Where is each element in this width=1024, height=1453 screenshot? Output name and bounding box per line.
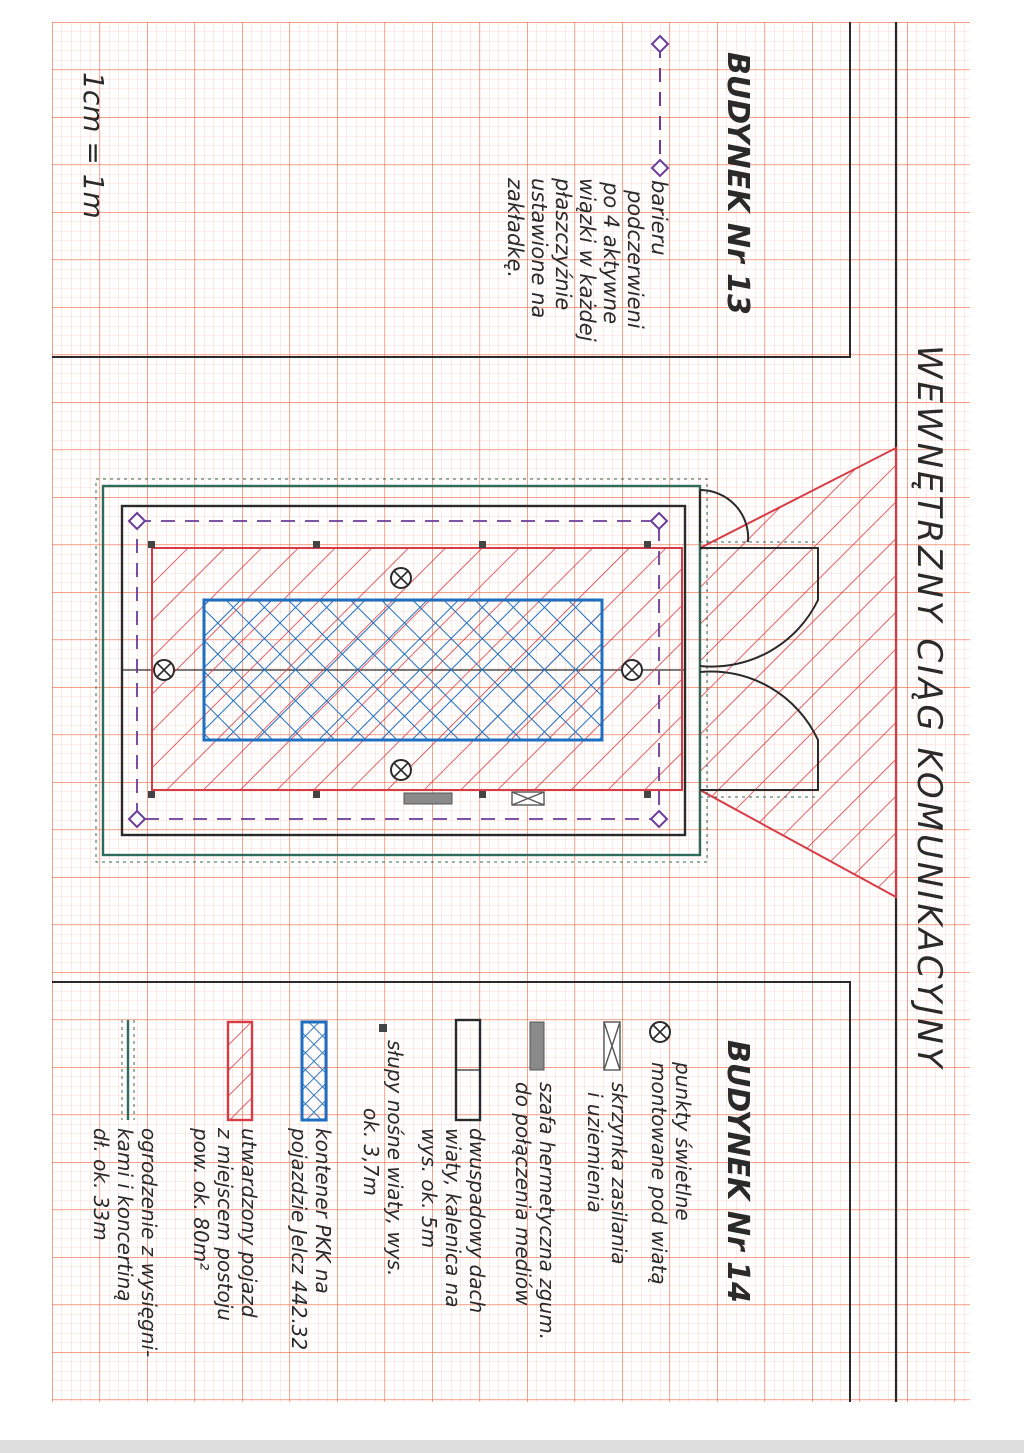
scale-label: 1cm = 1m xyxy=(77,72,110,219)
barrier-note-line: płaszczyźnie xyxy=(551,177,575,310)
legend-fence-icon xyxy=(121,1020,135,1120)
legend-text: punkty świetlne xyxy=(671,1061,695,1221)
legend-text: wiaty, kalenica na xyxy=(441,1128,465,1307)
legend-text: utwardzony pojazd xyxy=(237,1128,261,1318)
barrier-note-line: podczerwieni xyxy=(623,189,647,329)
legend-text: montowane pod wiatą xyxy=(647,1062,671,1285)
barrier-note-line: po 4 aktywne xyxy=(599,181,623,324)
legend-text: wys. ok. 5m xyxy=(417,1128,441,1248)
barrier-note-line: wiązki w każdej xyxy=(575,178,599,342)
barrier-note-line: barieru xyxy=(647,180,671,256)
legend-roof-icon xyxy=(454,1018,482,1122)
legend-text: kami i koncertiną xyxy=(113,1128,137,1302)
legend-text: ogrodzenie z wysięgni- xyxy=(137,1128,161,1357)
legend-text: skrzynka zasilania xyxy=(607,1082,631,1264)
building-13-label: BUDYNEK Nr 13 xyxy=(720,52,755,315)
building-14-label: BUDYNEK Nr 14 xyxy=(720,1040,755,1303)
container-pkk xyxy=(202,598,604,742)
column-icon xyxy=(148,541,651,798)
legend-text: dł. ok. 33m xyxy=(89,1128,113,1241)
legend-text: z miejscem postoju xyxy=(213,1127,237,1321)
power-box-icon xyxy=(511,791,545,806)
barrier-note-line: zakładkę. xyxy=(503,177,527,278)
legend-hermetic-gutter-icon xyxy=(529,1021,545,1071)
legend-text: słupy nośne wiaty, wys. xyxy=(383,1040,407,1276)
legend-text: szafa hermetyczna zgum. xyxy=(535,1082,559,1340)
barrier-node-icon xyxy=(127,511,669,829)
legend-container-icon xyxy=(300,1020,328,1122)
legend-text: ok. 3,7m xyxy=(359,1108,383,1196)
legend-text: i uziemienia xyxy=(583,1092,607,1213)
bottom-band xyxy=(0,1440,1024,1453)
barrier-legend-icon xyxy=(650,34,670,178)
legend-text: do połączenia mediów xyxy=(511,1082,535,1306)
gate-swing xyxy=(699,488,819,791)
building-14-outline xyxy=(52,981,851,1402)
legend-text: pow. ok. 80m² xyxy=(189,1127,213,1270)
legend-text: kontener PKK na xyxy=(311,1128,335,1294)
fence-gate-wire xyxy=(700,541,818,798)
building-13-outline xyxy=(52,22,851,358)
fence xyxy=(101,484,702,857)
infrared-barrier xyxy=(136,520,660,820)
legend-text: pojazdzie Jelcz 442.32 xyxy=(287,1127,311,1350)
road-label: WEWNĘTRZNY CIĄG KOMUNIKACYJNY xyxy=(909,345,949,1071)
legend-light-point-icon xyxy=(649,1021,671,1043)
barrier-note-line: ustawione na xyxy=(527,178,551,318)
legend-text: dwuspadowy dach xyxy=(465,1128,489,1313)
light-point-cross xyxy=(156,570,640,778)
barrier-note: barieru podczerwieni po 4 aktywne wiązki… xyxy=(503,177,671,342)
legend-column-icon xyxy=(379,1024,387,1032)
hermetic-gutter xyxy=(403,792,453,805)
legend-paved-area-icon xyxy=(226,1020,254,1122)
legend: punkty świetlne montowane pod wiatą skrz… xyxy=(89,1040,695,1357)
legend-power-box-icon xyxy=(603,1021,621,1071)
